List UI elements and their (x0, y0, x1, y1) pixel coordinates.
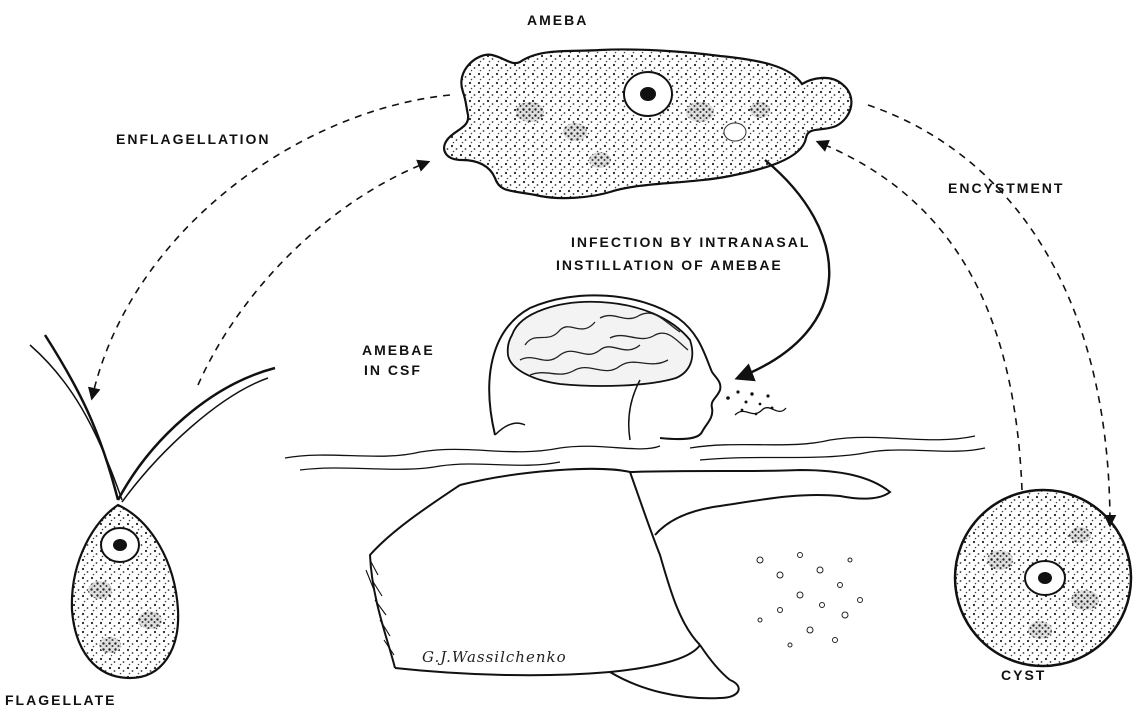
label-flagellate: FLAGELLATE (5, 690, 117, 710)
label-infection-line2: INSTILLATION OF AMEBAE (556, 255, 783, 275)
label-ameba: AMEBA (527, 10, 588, 30)
water-surface (285, 408, 985, 470)
label-infection-line1: INFECTION BY INTRANASAL (571, 232, 810, 252)
cyst-organism (955, 490, 1131, 666)
water-spray (726, 390, 773, 415)
ameba-organism (444, 49, 851, 198)
label-amebae-csf-line2: IN CSF (364, 360, 422, 380)
flagellate-organism (30, 335, 275, 678)
label-cyst: CYST (1001, 665, 1046, 685)
artist-signature: G.J.Wassilchenko (422, 648, 567, 666)
label-amebae-csf-line1: AMEBAE (362, 340, 435, 360)
label-enflagellation: ENFLAGELLATION (116, 129, 271, 149)
swimmer-shading (366, 560, 394, 655)
encystment-arrow-outer (868, 105, 1110, 525)
label-encystment: ENCYSTMENT (948, 178, 1064, 198)
water-bubbles (757, 553, 863, 648)
swimmer-head (489, 295, 720, 440)
